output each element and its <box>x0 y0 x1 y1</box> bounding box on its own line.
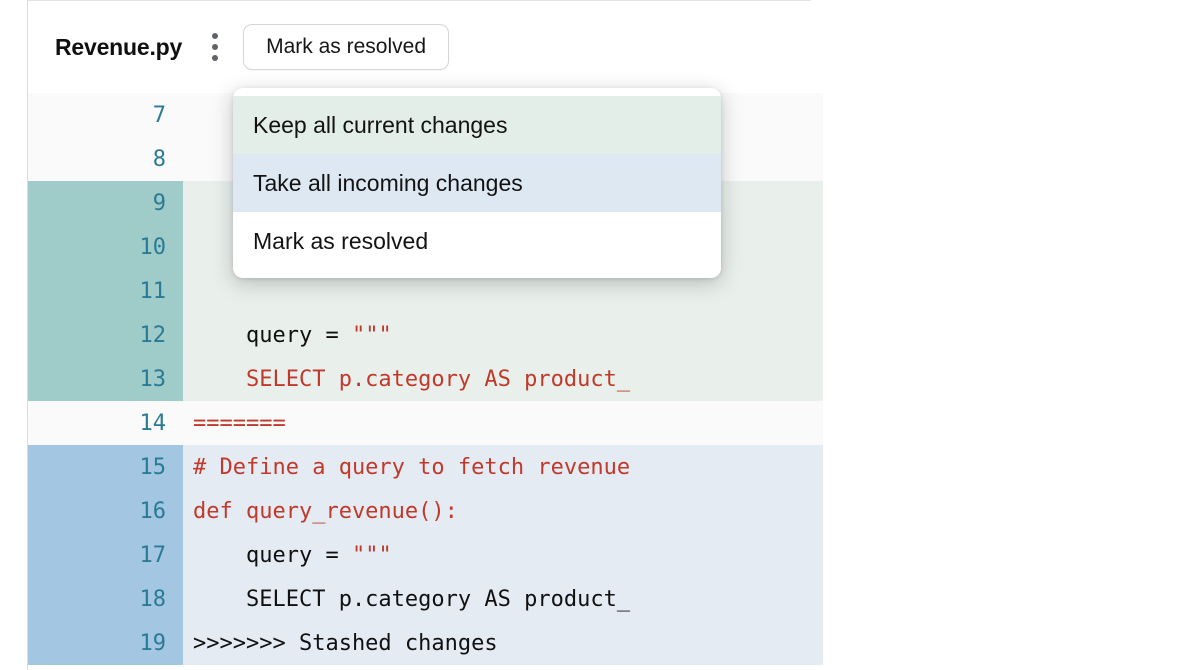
line-number: 15 <box>28 445 183 489</box>
line-number: 10 <box>28 225 183 269</box>
menu-item-plain[interactable]: Mark as resolved <box>233 212 721 270</box>
line-number: 18 <box>28 577 183 621</box>
panel-header: Revenue.py Mark as resolved <box>28 1 823 93</box>
left-rail <box>0 0 27 670</box>
line-number: 13 <box>28 357 183 401</box>
line-number: 8 <box>28 137 183 181</box>
code-line-row[interactable]: 13 SELECT p.category AS product_ <box>28 357 823 401</box>
rail-divider <box>27 0 28 670</box>
mark-as-resolved-button[interactable]: Mark as resolved <box>243 24 449 70</box>
code-token: # Define a query to fetch revenue <box>193 454 631 480</box>
line-number: 16 <box>28 489 183 533</box>
line-number: 9 <box>28 181 183 225</box>
code-line-row[interactable]: 18 SELECT p.category AS product_ <box>28 577 823 621</box>
kebab-dot-1 <box>212 33 219 39</box>
line-number: 14 <box>28 401 183 445</box>
menu-item-incoming[interactable]: Take all incoming changes <box>233 154 721 212</box>
menu-item-current[interactable]: Keep all current changes <box>233 96 721 154</box>
file-name-label: Revenue.py <box>55 33 183 60</box>
code-token: SELECT p.category AS product_ <box>193 366 631 392</box>
code-token: query = <box>193 322 352 348</box>
line-number: 11 <box>28 269 183 313</box>
code-line-text: def query_revenue(): <box>183 489 823 533</box>
kebab-dot-2 <box>212 44 219 50</box>
line-number: 17 <box>28 533 183 577</box>
code-token: query = <box>193 542 352 568</box>
code-token: """ <box>351 542 392 568</box>
code-token: """ <box>351 322 392 348</box>
right-blank-area <box>823 0 1200 670</box>
code-token: >>>>>>> Stashed changes <box>193 630 498 656</box>
merge-conflict-panel: Revenue.py Mark as resolved 7 any_d8910 … <box>28 1 823 670</box>
code-line-text: >>>>>>> Stashed changes <box>183 621 823 665</box>
panel-top-border <box>28 0 811 1</box>
line-number: 12 <box>28 313 183 357</box>
code-line-row[interactable]: 16 def query_revenue(): <box>28 489 823 533</box>
code-line-row[interactable]: 19 >>>>>>> Stashed changes <box>28 621 823 665</box>
line-number: 7 <box>28 93 183 137</box>
code-token: SELECT p.category AS product_ <box>193 586 631 612</box>
code-line-text: SELECT p.category AS product_ <box>183 357 823 401</box>
code-line-row[interactable]: 12 query = """ <box>28 313 823 357</box>
code-line-text: # Define a query to fetch revenue <box>183 445 823 489</box>
code-line-row[interactable]: 15 # Define a query to fetch revenue <box>28 445 823 489</box>
code-line-text: query = """ <box>183 313 823 357</box>
code-token: def query_revenue(): <box>193 498 458 524</box>
code-line-row[interactable]: 17 query = """ <box>28 533 823 577</box>
kebab-menu-icon[interactable] <box>204 30 226 64</box>
line-number: 19 <box>28 621 183 665</box>
kebab-dot-3 <box>212 55 219 61</box>
code-line-row[interactable]: 14 ======= <box>28 401 823 445</box>
code-token: ======= <box>193 410 286 436</box>
code-line-text: SELECT p.category AS product_ <box>183 577 823 621</box>
code-line-text: query = """ <box>183 533 823 577</box>
code-line-text: ======= <box>183 401 823 445</box>
